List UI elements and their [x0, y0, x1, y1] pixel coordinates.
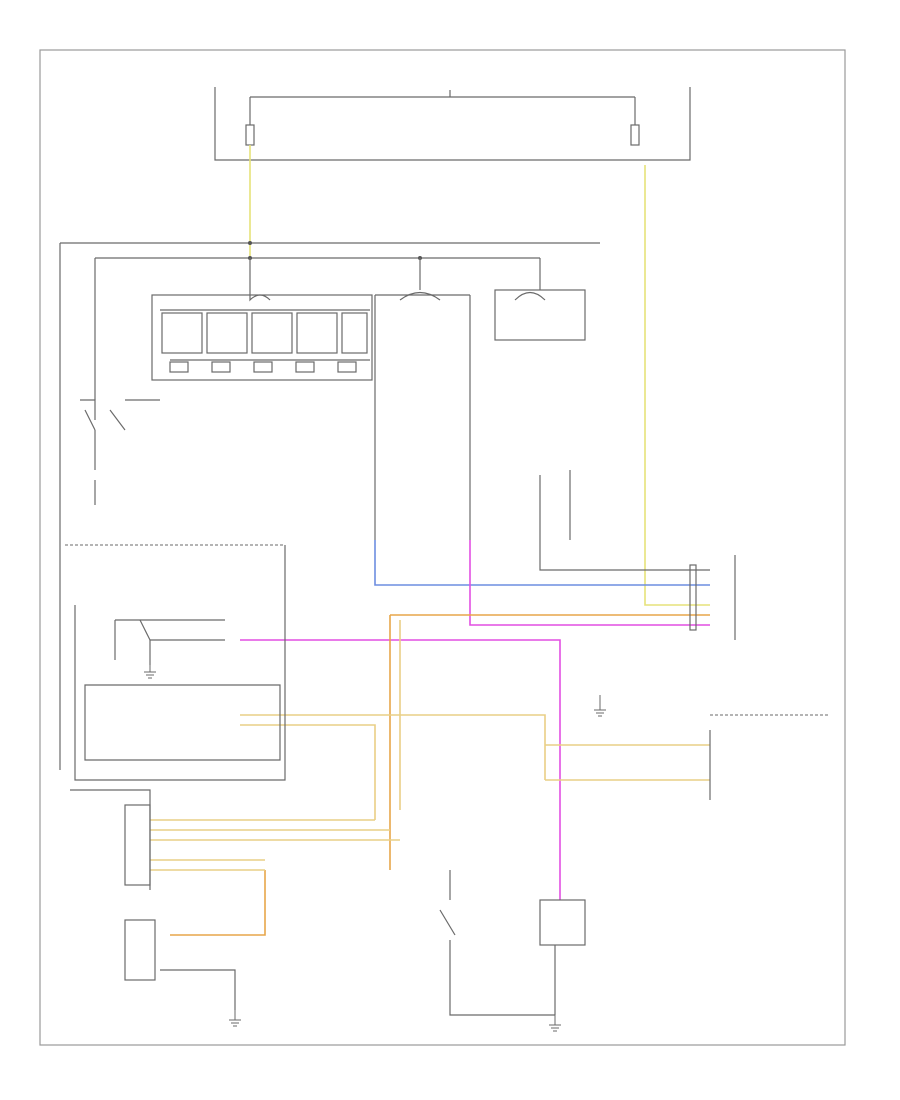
sensor-bottom-left: [124, 919, 236, 1010]
control-module: [65, 544, 286, 781]
ground-symbol-3: [229, 1010, 241, 1027]
ground-symbol-4: [549, 1015, 561, 1032]
sensor-bottom-right: [539, 899, 586, 1015]
connector-right-upper: [689, 555, 736, 640]
ground-symbol-1: [144, 665, 156, 679]
wire-blue: [374, 540, 710, 586]
underhood-fuse-block: [214, 87, 691, 161]
relay-right: [494, 258, 586, 341]
relay-center: [151, 258, 373, 381]
connector-right-lower: [709, 714, 830, 800]
switch-bottom-middle: [439, 870, 555, 1016]
wire-pink: [469, 540, 710, 626]
ignition-switch: [80, 399, 160, 505]
diagram-frame: [39, 49, 846, 1046]
wire-yellow-right: [644, 165, 710, 606]
ground-symbol-2: [594, 695, 606, 717]
lower-left-module: [70, 789, 151, 890]
relay-middle: [374, 258, 471, 470]
